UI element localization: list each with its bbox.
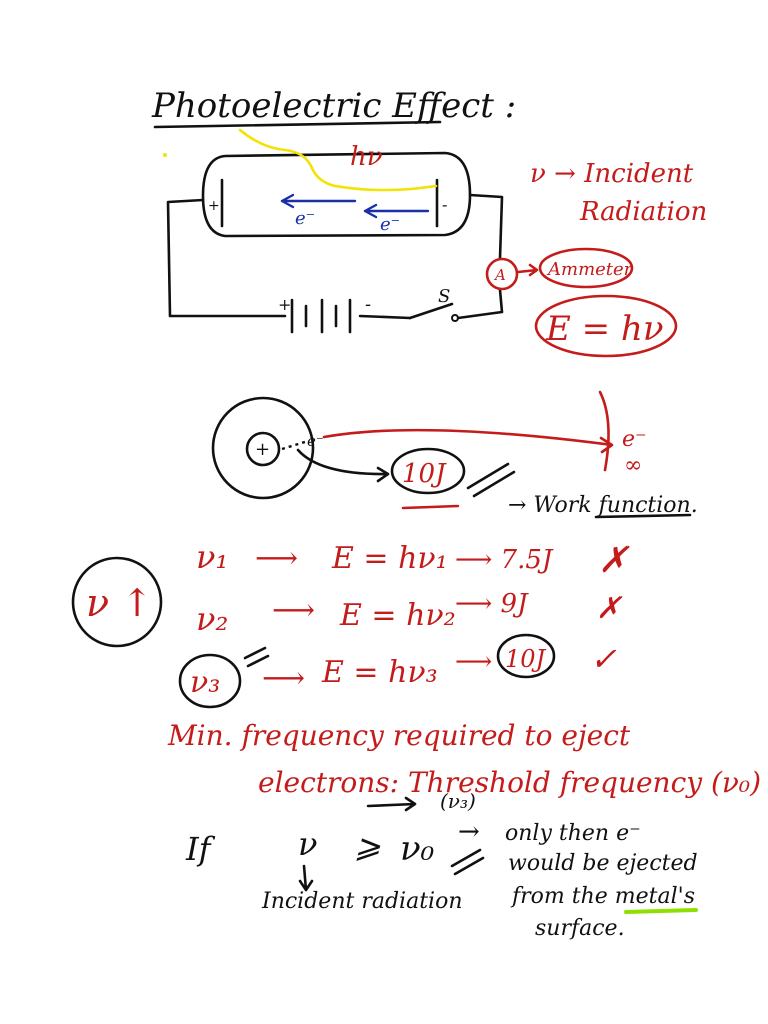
condition-result-line3: from the metal's — [510, 884, 695, 909]
row2-equation: E = hν₂ — [339, 598, 456, 633]
photon-energy-label: hν — [350, 142, 383, 172]
ammeter-circle — [485, 257, 519, 291]
frequency-row-2: ν₂ ⟶ E = hν₂ ⟶ 9J ✗ — [196, 589, 623, 638]
energy-box-value: 10J — [402, 459, 447, 489]
row3-energy-value: 10J — [505, 645, 547, 673]
condition-if: If — [185, 830, 216, 868]
nu3-note: (ν₃) — [440, 789, 476, 813]
photon-wavy-ray — [238, 128, 438, 192]
threshold-pointer-arrow — [366, 796, 417, 812]
row2-energy: ⟶ 9J — [455, 589, 529, 619]
threshold-line1: Min. frequency required to eject — [167, 719, 631, 752]
condition-result-line4: surface. — [535, 916, 625, 941]
switch-label: S — [438, 286, 450, 307]
atom-outer-shell — [211, 396, 315, 500]
metal-highlight-underline — [624, 908, 698, 914]
electron-label-right: e⁻ — [380, 214, 400, 235]
nu3-equal-mark — [243, 646, 270, 668]
condition-result-line2: would be ejected — [508, 851, 698, 876]
electron-to-energy-arrow — [296, 448, 390, 483]
row1-arrow: ⟶ — [255, 541, 298, 576]
battery-symbol — [290, 298, 412, 334]
frequency-row-1: ν₁ ⟶ E = hν₁ ⟶ 7.5J ✗ — [196, 538, 630, 581]
energy-equation-outline — [534, 294, 678, 358]
incident-radiation-label: Incident radiation — [261, 889, 462, 914]
row1-cross-mark: ✗ — [598, 540, 630, 581]
threshold-line2: electrons: Threshold frequency (ν₀) — [258, 766, 761, 799]
equal-sign-mark — [466, 462, 516, 498]
condition-nu0: ν₀ — [400, 829, 435, 869]
row2-arrow: ⟶ — [272, 593, 315, 628]
nu-definition-line2: Radiation — [579, 197, 707, 227]
row2-cross-mark: ✗ — [596, 591, 623, 626]
photon-source-dot — [163, 153, 167, 157]
electron-arrow-left — [280, 193, 357, 209]
nu3-circle — [178, 653, 242, 709]
switch-contact — [451, 314, 459, 322]
frequency-increase-label: ν ↑ — [86, 581, 153, 625]
infinity-symbol: ∞ — [624, 453, 642, 478]
atom-electron-label: e⁻ — [307, 432, 324, 450]
energy-underline — [401, 504, 460, 510]
incident-down-arrow — [298, 864, 314, 892]
work-function-underline — [594, 513, 692, 519]
row3-energy-outline — [496, 633, 556, 679]
page-title: Photoelectric Effect : — [151, 86, 516, 126]
infinity-bracket — [598, 390, 610, 472]
nucleus-plus-sign: + — [255, 439, 270, 460]
ammeter-label: Ammeter — [546, 259, 634, 280]
circuit-wire-right-bottom — [456, 288, 504, 320]
row1-nu: ν₁ — [196, 538, 228, 576]
condition-nu: ν — [298, 825, 317, 863]
ammeter-pointer-arrow — [516, 263, 539, 277]
row3-energy-arrow: ⟶ — [455, 647, 492, 677]
switch-lever — [408, 302, 454, 320]
photo-tube — [201, 151, 472, 238]
tube-minus-sign: - — [442, 195, 447, 214]
electron-label-left: e⁻ — [295, 208, 315, 229]
row3-nu: ν₃ — [190, 665, 220, 700]
condition-result-line1: only then e⁻ — [505, 821, 641, 846]
circuit-wire-right-top — [468, 193, 504, 260]
energy-equation: E = hν — [545, 309, 664, 349]
nucleus-to-electron-dotted — [281, 439, 309, 451]
condition-greater-equal: ⩾ — [354, 827, 381, 865]
ejection-arrow — [322, 428, 614, 454]
row1-equation: E = hν₁ — [331, 541, 448, 576]
title-underline — [153, 120, 442, 129]
row3-check-mark: ✓ — [590, 640, 617, 678]
row1-energy: ⟶ 7.5J — [455, 545, 554, 575]
circuit-wire-left — [166, 198, 287, 318]
electron-arrow-right — [363, 203, 430, 219]
condition-arrow: → — [458, 817, 480, 847]
atom-nucleus — [245, 431, 281, 467]
row3-equation: E = hν₃ — [321, 655, 438, 690]
frequency-row-3: ν₃ ⟶ E = hν₃ ⟶ 10J ✓ — [178, 633, 617, 709]
ammeter-label-outline — [538, 247, 634, 289]
row2-nu: ν₂ — [196, 600, 228, 638]
battery-minus-sign: - — [365, 294, 371, 315]
row3-arrow: ⟶ — [262, 661, 305, 696]
battery-plus-sign: + — [278, 295, 291, 314]
nu-definition-line1: ν → Incident — [530, 159, 694, 189]
ammeter-symbol: A — [493, 266, 506, 284]
condition-equal-mark — [450, 848, 485, 876]
frequency-increase-circle — [71, 556, 163, 648]
work-function-label: → Work function. — [508, 493, 698, 518]
tube-plus-sign: + — [208, 198, 220, 214]
free-electron-label: e⁻ — [622, 427, 647, 452]
energy-box-outline — [390, 447, 466, 495]
